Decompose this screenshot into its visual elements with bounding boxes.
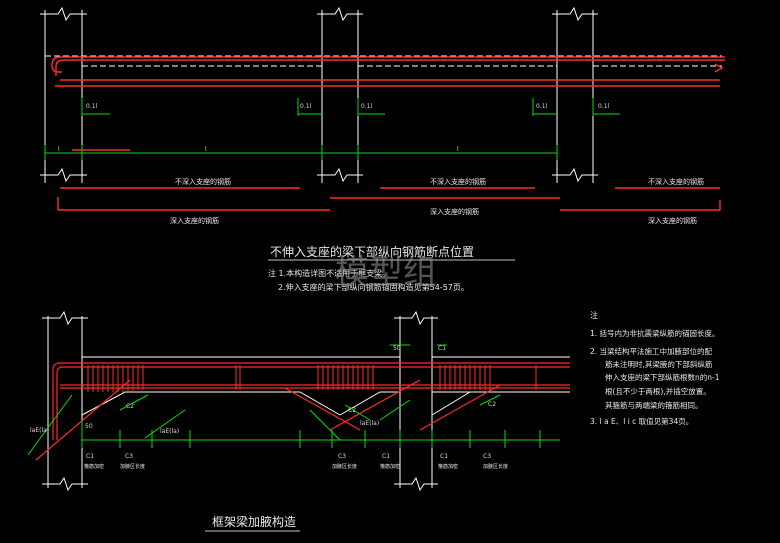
dim-c2-left: C2	[126, 403, 134, 410]
label-hoop-2: 箍筋加密	[380, 463, 400, 470]
label-into-support-1: 深入支座的钢筋	[170, 216, 219, 225]
dim-c1-c: C1	[440, 453, 448, 460]
dim-ln-left: l	[58, 146, 60, 153]
note-item-3: 筋未注明时,其梁腋的下部斜纵筋	[605, 359, 713, 369]
top-columns	[40, 6, 722, 183]
dim-ln2: l	[457, 146, 459, 153]
dim-ln1: l	[205, 146, 207, 153]
dim-c3-c: C3	[483, 453, 491, 460]
top-beam-rebar	[51, 56, 725, 211]
dim-01ln-1: 0.1l	[86, 103, 98, 110]
note-item-6: 其箍筋与两端梁的箍筋相同。	[605, 400, 703, 410]
top-note-1: 注 1.本构造详图不适用于框支梁。	[268, 268, 390, 278]
dim-50-left: 50	[85, 423, 93, 430]
dim-01ln-5: 0.1l	[598, 103, 610, 110]
note-item-2: 2. 当梁结构平法施工中加腋部位的配	[590, 346, 713, 356]
top-dimension-text: 0.1l 0.1l 0.1l 0.1l 0.1l l l l 不深入支座的钢筋 …	[58, 103, 704, 225]
bottom-dimension-text: 50 50 C1 C2 C2 C2 C1 C3 C3 C1 C1 C3 laE(…	[30, 345, 508, 470]
label-haunch-1: 加腋区长度	[120, 463, 145, 470]
bottom-rebar	[35, 362, 570, 461]
label-haunch-3: 加腋区长度	[483, 463, 508, 470]
top-dimensions	[44, 98, 620, 160]
note-item-1: 1. 括号内为非抗震梁纵筋的锚固长度。	[590, 328, 720, 338]
note-item-7: 3. l a E、l i c 取值见第34页。	[590, 416, 693, 426]
notes-block: 注 1. 括号内为非抗震梁纵筋的锚固长度。 2. 当梁结构平法施工中加腋部位的配…	[590, 310, 720, 426]
bottom-columns	[42, 310, 570, 492]
label-not-into-support-3: 不深入支座的钢筋	[648, 177, 704, 186]
dim-c2-mid: C2	[348, 407, 356, 414]
dim-c3-b: C3	[338, 453, 346, 460]
dim-50-top: 50	[393, 345, 401, 352]
label-into-support-2: 深入支座的钢筋	[430, 207, 479, 216]
dim-la-mid: laE(la)	[360, 420, 379, 427]
dim-c2-right: C2	[488, 401, 496, 408]
dim-01ln-3: 0.1l	[361, 103, 373, 110]
dim-01ln-2: 0.1l	[300, 103, 312, 110]
bottom-title: 框架梁加腋构造	[212, 514, 296, 529]
bottom-dimensions	[27, 344, 560, 456]
label-not-into-support-1: 不深入支座的钢筋	[175, 177, 231, 186]
top-title: 不伸入支座的梁下部纵向钢筋断点位置	[270, 244, 474, 259]
dim-c3-a: C3	[125, 453, 133, 460]
dim-la-right: laE(la)	[30, 427, 49, 434]
dim-01ln-4: 0.1l	[536, 103, 548, 110]
dim-c-top: C1	[438, 345, 446, 352]
notes-heading: 注	[590, 310, 598, 320]
top-note-2: 2.伸入支座的梁下部纵向钢筋锚固构造见第54-57页。	[278, 282, 469, 292]
note-item-4: 伸入支座的梁下部纵筋根数n的n-1	[605, 372, 720, 382]
label-not-into-support-2: 不深入支座的钢筋	[430, 177, 486, 186]
label-into-support-3: 深入支座的钢筋	[648, 216, 697, 225]
dim-c1-b: C1	[382, 453, 390, 460]
label-hoop-3: 箍筋加密	[438, 463, 458, 470]
dim-c1-a: C1	[86, 453, 94, 460]
label-haunch-2: 加腋区长度	[332, 463, 357, 470]
dim-la-left: laE(la)	[160, 428, 179, 435]
note-item-5: 根(且不少于两根),并插空放置。	[605, 386, 711, 396]
watermark-text: 模型组	[335, 253, 437, 293]
label-hoop-1: 箍筋加密	[84, 463, 104, 470]
